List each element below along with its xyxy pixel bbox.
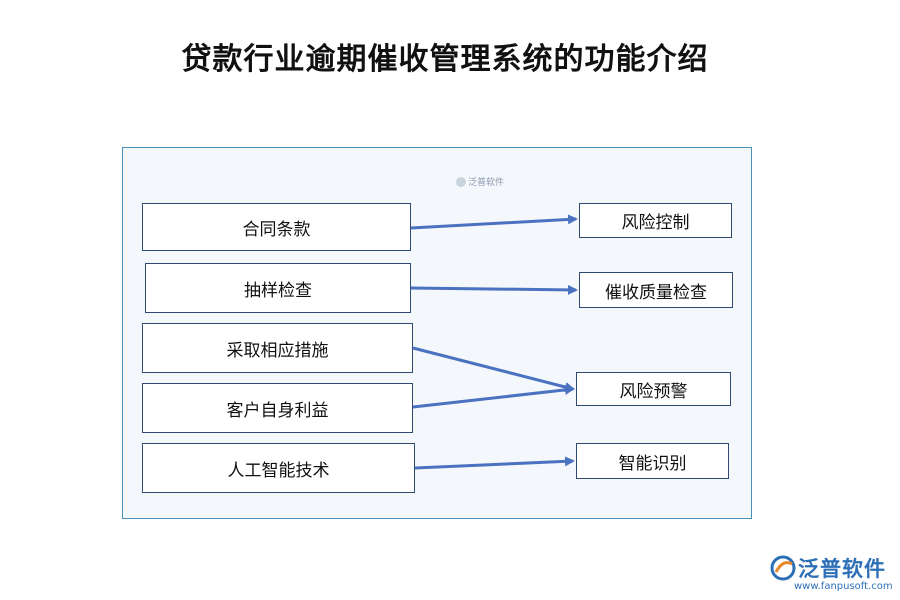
left-box-label: 合同条款 [242,219,311,240]
right-box-label: 智能识别 [618,453,687,474]
left-box-take-measures: 采取相应措施 [142,323,413,373]
arrow-ai-to-identification [414,456,575,470]
left-box-contract-terms: 合同条款 [142,203,411,251]
arrow-sampling-to-quality [410,284,578,295]
watermark: 泛普软件 [456,175,504,188]
left-box-label: 采取相应措施 [226,340,329,361]
right-box-risk-control: 风险控制 [579,203,732,238]
arrow-measures-to-warning [412,346,575,392]
watermark-text: 泛普软件 [468,178,505,188]
arrow-contract-to-risk-control [410,214,578,230]
brand-logo: 泛普软件 www.fanpusoft.com [770,553,895,595]
left-box-label: 人工智能技术 [227,460,330,481]
right-box-label: 催收质量检查 [605,282,707,303]
brand-logo-name: 泛普软件 [798,557,886,581]
right-box-label: 风险预警 [619,381,688,402]
left-box-customer-interest: 客户自身利益 [142,383,413,433]
arrow-interest-to-warning [412,384,575,409]
left-box-ai-technology: 人工智能技术 [142,443,415,493]
page-title: 贷款行业逾期催收管理系统的功能介绍 [181,42,709,77]
left-box-label: 客户自身利益 [226,400,329,421]
right-box-collection-quality: 催收质量检查 [579,272,733,308]
right-box-risk-warning: 风险预警 [576,372,731,406]
left-box-label: 抽样检查 [244,280,312,301]
brand-logo-icon [770,555,796,581]
right-box-smart-identification: 智能识别 [576,443,729,479]
right-box-label: 风险控制 [621,213,690,233]
brand-logo-url: www.fanpusoft.com [794,581,893,592]
watermark-logo-icon [456,176,466,187]
left-box-sampling-check: 抽样检查 [145,263,411,313]
